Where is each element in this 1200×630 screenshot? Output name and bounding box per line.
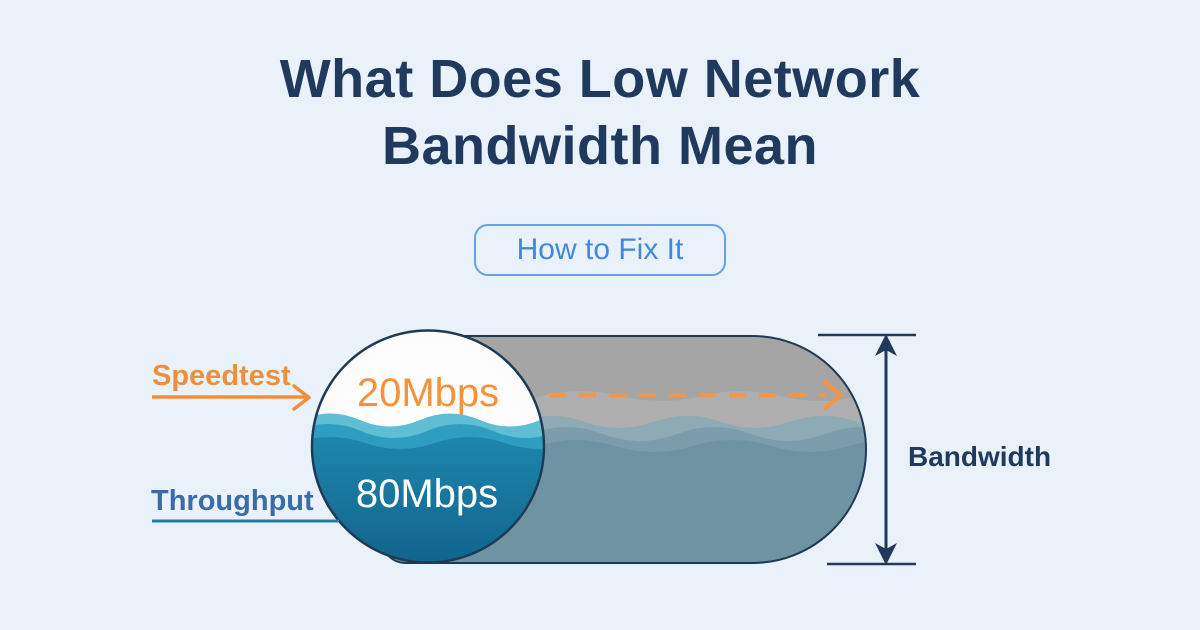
bandwidth-label: Bandwidth: [908, 441, 1052, 472]
title-line-2: Bandwidth Mean: [382, 116, 818, 176]
page-title: What Does Low Network Bandwidth Mean: [0, 46, 1200, 180]
speedtest-label: Speedtest: [152, 360, 291, 392]
title-line-1: What Does Low Network: [279, 49, 921, 109]
speedtest-value-label: 20Mbps: [356, 371, 500, 415]
how-to-fix-it-button[interactable]: How to Fix It: [474, 224, 726, 276]
throughput-label: Throughput: [151, 485, 314, 517]
dashed-flow-arrow: [549, 379, 844, 411]
bandwidth-measure-arrow: [818, 333, 916, 566]
speedtest-arrow: [152, 384, 311, 411]
throughput-value-label: 80Mbps: [355, 472, 499, 516]
